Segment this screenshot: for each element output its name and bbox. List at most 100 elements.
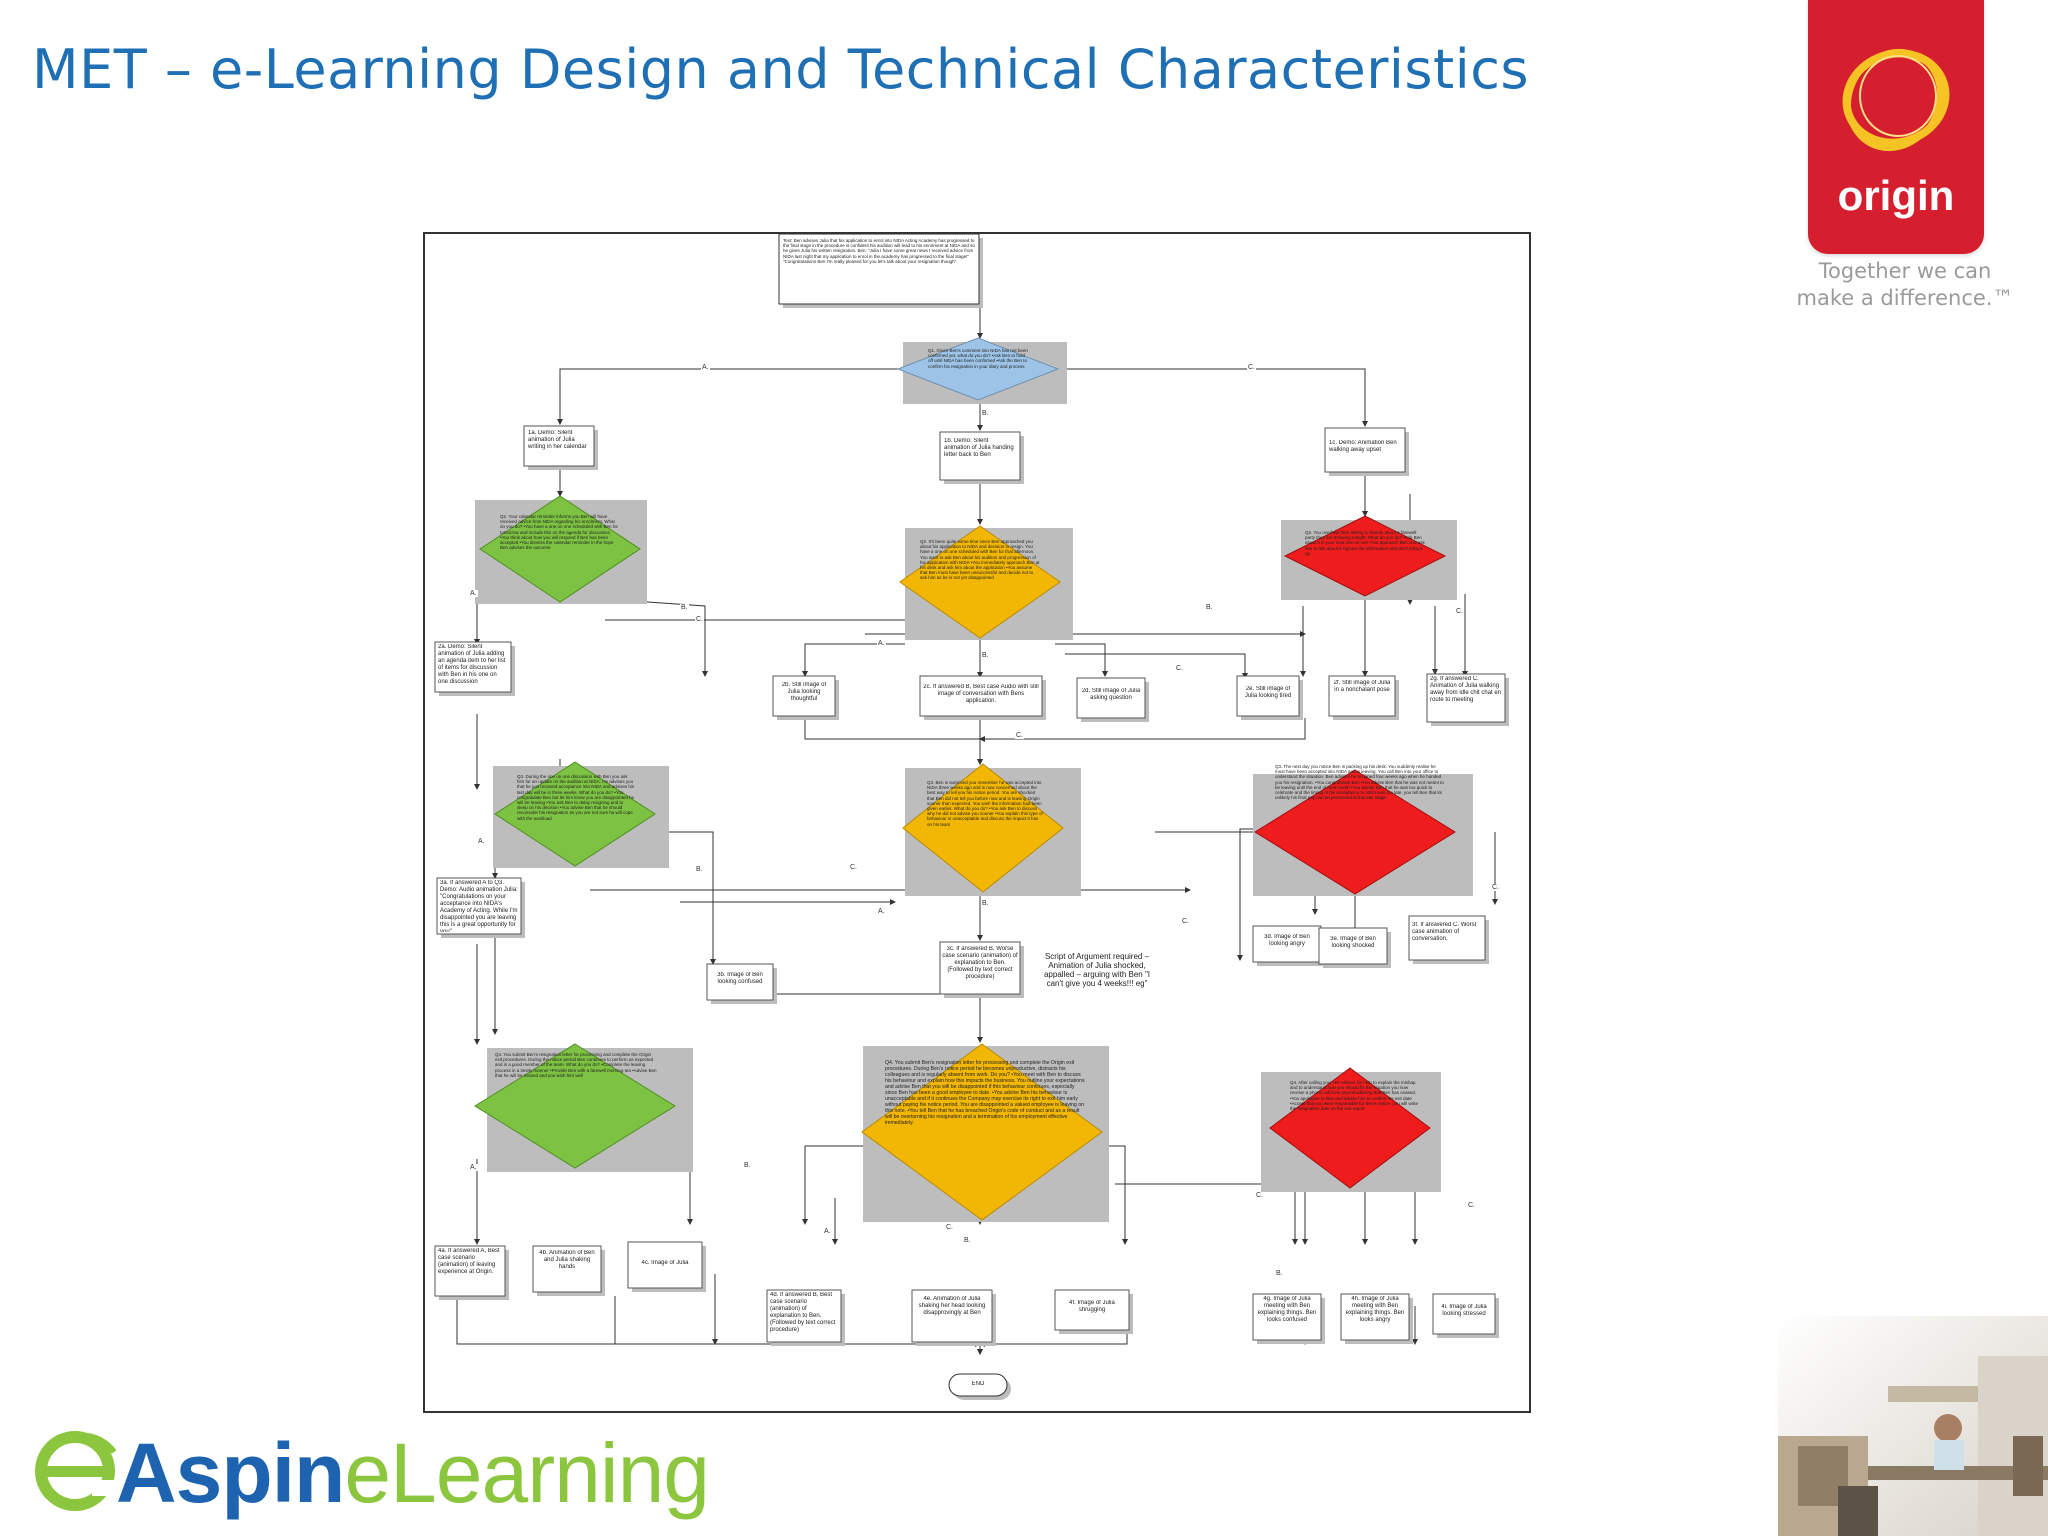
q3-orange-diamond [902,763,1064,893]
aspin-word: Aspin [116,1426,345,1520]
q1-text: Q1. Given Ben's comment into NIDA has no… [928,348,1028,369]
n2e-box [1236,675,1300,717]
origin-logo-badge: origin [1808,0,1984,254]
flowchart-diagram: Text: Ben advises Julia that his applica… [423,232,1531,1413]
edge-label-q4r-c2: C. [1467,1202,1476,1209]
n1b-box [939,431,1021,481]
n3a-box [436,877,522,935]
n3d-text: 3d. Image of Ben looking angry [1264,934,1310,947]
slide-title: MET – e-Learning Design and Technical Ch… [32,38,1530,101]
n3b-box [706,963,774,1001]
n2g-box [1426,673,1506,723]
edge-label-q2o-c: C. [1175,665,1184,672]
q4-red-text: Q4. After calling your HR Advisor for he… [1290,1080,1418,1112]
n4i-text: 4i. Image of Julia looking stressed [1441,1304,1487,1317]
edge-label-q4o-a: A. [823,1228,832,1235]
q3-red-text: Q3. The next day you notice Ben is packi… [1275,764,1444,801]
q2-red-text: Q2. You overhear Ben talking to friends … [1305,530,1425,556]
q4-orange-diamond [861,1043,1103,1221]
q4-red-diamond [1269,1067,1431,1189]
n4d-text: 4d. If answered B, Best case scenario (a… [770,1292,836,1333]
q4-green-diamond [474,1043,676,1169]
edge-label-q2g-b: B. [680,604,689,611]
aspin-e-icon [35,1431,118,1511]
n2e-text: 2e. Still image of Julia looking tired [1244,686,1292,699]
intro-text: Text: Ben advises Julia that his applica… [783,238,975,264]
n4c-text: 4c. Image of Julia [641,1260,689,1266]
edge-label-q3o-a: A. [877,908,886,915]
n2f-text: 2f. Still image of Julia in a nonchalant… [1333,680,1391,693]
q2-green-diamond [479,495,641,603]
n3e-text: 3e. Image of Ben looking shocked [1330,936,1376,949]
n3d-box [1252,925,1322,963]
n3b-text: 3b. Image of Ben looking confused [717,972,763,985]
intro-box [778,234,980,305]
end-terminator [948,1373,1008,1397]
n4b-text: 4b. Animation of Ben and Julia shaking h… [539,1250,595,1270]
n1a-text: 1a. Demo: Silent animation of Julia writ… [528,430,587,450]
q2-orange-text: Q2. It's been quite some time since Ben … [920,539,1040,581]
aspin-elearning-wordmark: AspineLearning [116,1430,710,1516]
q2-green-text: Q2. Your calendar reminder informs you B… [500,514,618,551]
n2a-text: 2a. Demo: Silent animation of Julia addi… [438,644,506,685]
n4e-text: 4e. Animation of Julia shaking her head … [918,1296,986,1316]
edge-label-q3g-b: B. [695,866,704,873]
n4e-box [911,1289,993,1343]
edge-label-q2r-c: C. [1455,608,1464,615]
edge-label-q4r-b: B. [1275,1270,1284,1277]
edge-label-q2o-b: B. [981,652,990,659]
edge-label-q4r-c: C. [1255,1192,1264,1199]
n2d-text: 2d. Still image of Julia asking question [1081,688,1141,701]
q3-orange-text: Q3. Ben is surprised you remember he was… [927,780,1043,827]
origin-tagline: Together we can make a difference.™ [1780,258,2030,312]
edge-label-q3g-a: A. [477,838,486,845]
n2a-box [434,641,512,693]
edge-label-q2g-c: C. [695,616,704,623]
edge-label-q2o-a: A. [877,640,886,647]
script-note: Script of Argument required – Animation … [1043,952,1151,988]
n2g-text: 2g. If answered C. Animation of Julia wa… [1430,676,1502,703]
edge-label-q3o-b: B. [981,900,990,907]
n4f-box [1054,1289,1130,1331]
edge-label-row2-c: C. [1015,732,1024,739]
n4a-box [434,1245,506,1297]
edge-label-q4o-b: B. [963,1237,972,1244]
q4-orange-text: Q4. You submit Ben's resignation letter … [885,1060,1085,1126]
edge-label-q2r-b: B. [1205,604,1214,611]
n3c-text: 3c. If answered B, Worse case scenario (… [942,946,1018,980]
n1b-text: 1b. Demo: Silent animation of Julia hand… [944,438,1014,458]
tagline-line-1: Together we can [1818,259,1992,283]
n3f-box [1408,915,1486,961]
n2f-box [1328,675,1396,717]
office-photo-illustration [1778,1316,2048,1536]
origin-logo-word: origin [1837,172,1955,219]
edge-label-q1-b: B. [981,410,990,417]
n4h-text: 4h. Image of Julia meeting with Ben expl… [1345,1296,1405,1323]
edge-label-q4g-a: A. [469,1164,478,1171]
n4h-box [1340,1293,1410,1341]
q1-decision-diamond [896,337,1060,401]
q3-red-diamond [1254,769,1456,895]
n1c-text: 1c. Demo: Animation Ben walking away ups… [1329,440,1397,453]
edge-label-q3r-c: C. [1491,884,1500,891]
flowchart-svg [434,234,1509,1400]
office-photo [1778,1316,2048,1536]
tagline-line-2: make a difference.™ [1796,286,2014,310]
q3-green-text: Q3. During the one on one discussion wit… [517,774,635,821]
n1c-box [1324,427,1406,473]
origin-ring-icon [1842,48,1950,152]
n4i-box [1432,1293,1496,1335]
n3c-box [939,941,1021,995]
n4a-text: 4a. If answered A, Best case scenario (a… [438,1248,500,1275]
n4c-box [627,1241,703,1289]
n2b-box [772,675,836,717]
q2-red-diamond [1283,515,1447,597]
n4f-text: 4f. Image of Julia shrugging [1069,1300,1115,1313]
elearning-word: eLearning [344,1426,710,1520]
n2c-box [919,675,1043,717]
n2c-text: 2c. If answered B, Best case Audio with … [923,684,1039,704]
q3-green-diamond [494,761,656,867]
edge-label-q1-c: C. [1247,364,1256,371]
n1a-box [523,425,595,467]
n3e-box [1318,927,1388,965]
